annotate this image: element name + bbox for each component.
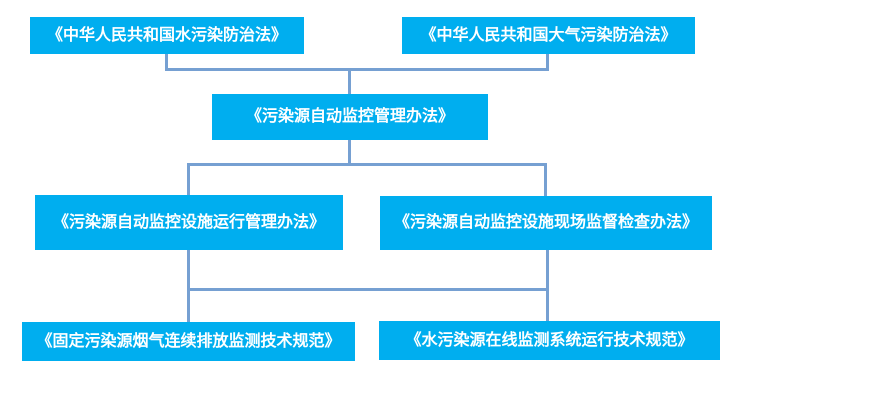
node-water-online-monitoring-spec: 《水污染源在线监测系统运行技术规范》	[379, 321, 720, 360]
node-onsite-inspection-measures: 《污染源自动监控设施现场监督检查办法》	[380, 196, 712, 250]
node-air-pollution-law: 《中华人民共和国大气污染防治法》	[402, 17, 695, 54]
connector-air-law-down	[546, 54, 549, 71]
connector-top-bus	[165, 68, 549, 71]
node-facility-operation-measures: 《污染源自动监控设施运行管理办法》	[35, 195, 343, 250]
node-water-pollution-law: 《中华人民共和国水污染防治法》	[30, 17, 304, 54]
connector-inspection-to-water-spec	[546, 250, 549, 321]
connector-into-facility-operation	[187, 165, 190, 195]
connector-into-onsite-inspection	[544, 165, 547, 196]
node-auto-monitoring-measures: 《污染源自动监控管理办法》	[212, 94, 488, 140]
connector-water-law-down	[165, 54, 168, 71]
connector-into-auto-monitoring	[348, 70, 351, 94]
connector-middle-bus	[187, 163, 547, 166]
node-flue-gas-cems-spec: 《固定污染源烟气连续排放监测技术规范》	[22, 322, 355, 361]
connector-facility-to-flue-gas-spec	[187, 250, 190, 322]
connector-lower-bus	[187, 288, 549, 291]
connector-out-of-auto-monitoring	[348, 140, 351, 165]
